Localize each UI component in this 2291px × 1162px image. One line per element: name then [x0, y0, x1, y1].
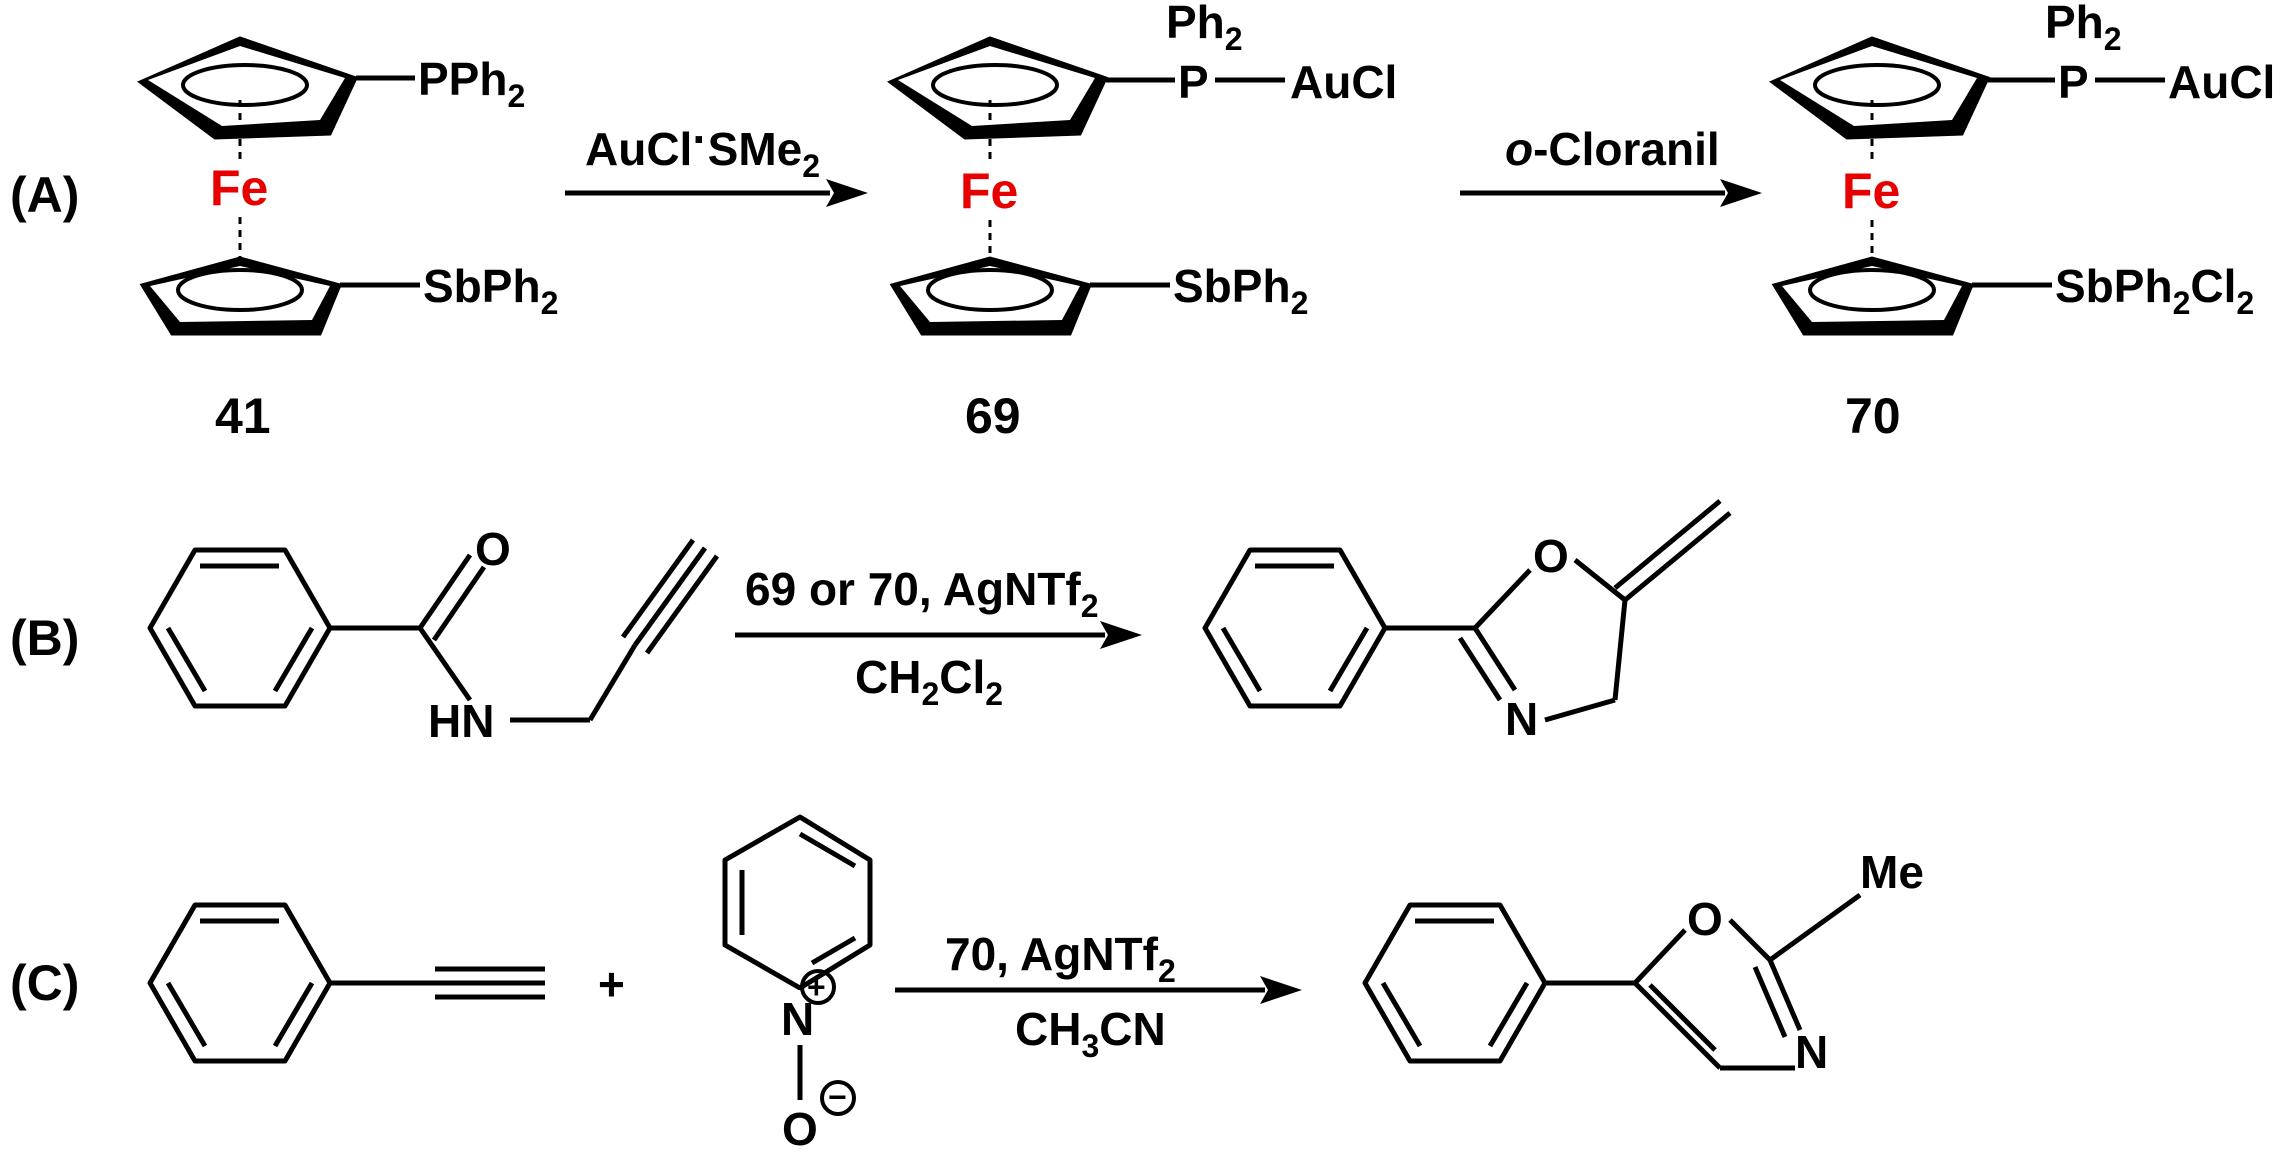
fe-label: Fe	[210, 160, 268, 216]
cyclopentadienyl-ring-bottom	[1771, 256, 1975, 336]
reaction-arrow-a1: AuCl·SMe2	[565, 113, 868, 207]
reaction-arrow-a2: o-Cloranil	[1460, 123, 1762, 207]
panel-b-label: (B)	[10, 610, 79, 666]
n-oxide-oxygen: O	[782, 1103, 818, 1155]
ferrocene-41: Fe PPh2 SbPh2 41	[137, 36, 558, 444]
compound-number-70: 70	[1845, 388, 1901, 444]
reagent-o-chloranil: o-Cloranil	[1505, 123, 1720, 175]
pyridine-n-oxide: N + O −	[722, 814, 873, 1155]
aucl-label: AuCl	[1290, 56, 1397, 108]
gold-complex-69: Fe P Ph2 AuCl SbPh2 69	[887, 0, 1397, 444]
benzene-ring	[147, 547, 333, 709]
cyclopentadienyl-ring-top	[137, 36, 359, 140]
sbph2-label: SbPh2	[1173, 260, 1308, 321]
phosphorus-label: P	[1178, 56, 1209, 108]
conditions-catalyst: 70, AgNTf2	[945, 928, 1176, 989]
compound-number-69: 69	[965, 388, 1021, 444]
panel-a-label: (A)	[10, 167, 79, 223]
pph2-label: PPh2	[418, 53, 525, 114]
methyl-phenyloxazole: O N Me	[1362, 846, 1924, 1078]
ring-nitrogen: N	[1795, 1026, 1828, 1078]
cyclopentadienyl-ring-top	[1769, 36, 1991, 140]
aucl-label: AuCl	[2168, 56, 2275, 108]
carbonyl-oxygen: O	[475, 523, 511, 575]
ring-oxygen: O	[1687, 893, 1723, 945]
plus-sign: +	[598, 958, 625, 1010]
negative-charge: −	[820, 1079, 856, 1116]
benzene-ring	[1362, 902, 1548, 1064]
propargyl-benzamide: O HN	[147, 523, 720, 747]
gold-complex-70: Fe P Ph2 AuCl SbPh2Cl2 70	[1769, 0, 2275, 444]
methyl-label: Me	[1860, 846, 1924, 898]
cyclopentadienyl-ring-top	[887, 36, 1109, 140]
positive-charge: +	[800, 969, 836, 1005]
ph2-label: Ph2	[2045, 0, 2122, 57]
amide-nh: HN	[428, 695, 494, 747]
svg-text:+: +	[807, 969, 826, 1005]
compound-number-41: 41	[215, 388, 271, 444]
benzene-ring	[147, 902, 333, 1064]
cyclopentadienyl-ring-bottom	[139, 256, 343, 336]
benzene-ring	[1202, 547, 1388, 709]
methylene-oxazoline: O N	[1202, 499, 1732, 745]
phosphorus-label: P	[2058, 56, 2089, 108]
conditions-solvent: CH2Cl2	[855, 651, 1003, 712]
conditions-solvent: CH3CN	[1015, 1003, 1166, 1064]
reaction-arrow-b: 69 or 70, AgNTf2 CH2Cl2	[735, 563, 1142, 712]
fe-label: Fe	[960, 163, 1018, 219]
reaction-arrow-c: 70, AgNTf2 CH3CN	[895, 928, 1302, 1064]
sbph2cl2-label: SbPh2Cl2	[2055, 260, 2254, 321]
ring-oxygen: O	[1533, 530, 1569, 582]
phenylacetylene	[147, 902, 545, 1064]
fe-label: Fe	[1842, 163, 1900, 219]
ph2-label: Ph2	[1166, 0, 1243, 57]
cyclopentadienyl-ring-bottom	[889, 256, 1093, 336]
sbph2-label: SbPh2	[423, 260, 558, 321]
svg-text:−: −	[828, 1079, 847, 1115]
reagent-aucl-sme2: AuCl·SMe2	[585, 113, 820, 184]
ring-nitrogen: N	[1505, 693, 1538, 745]
conditions-catalyst: 69 or 70, AgNTf2	[745, 563, 1099, 624]
panel-c-label: (C)	[10, 955, 79, 1011]
